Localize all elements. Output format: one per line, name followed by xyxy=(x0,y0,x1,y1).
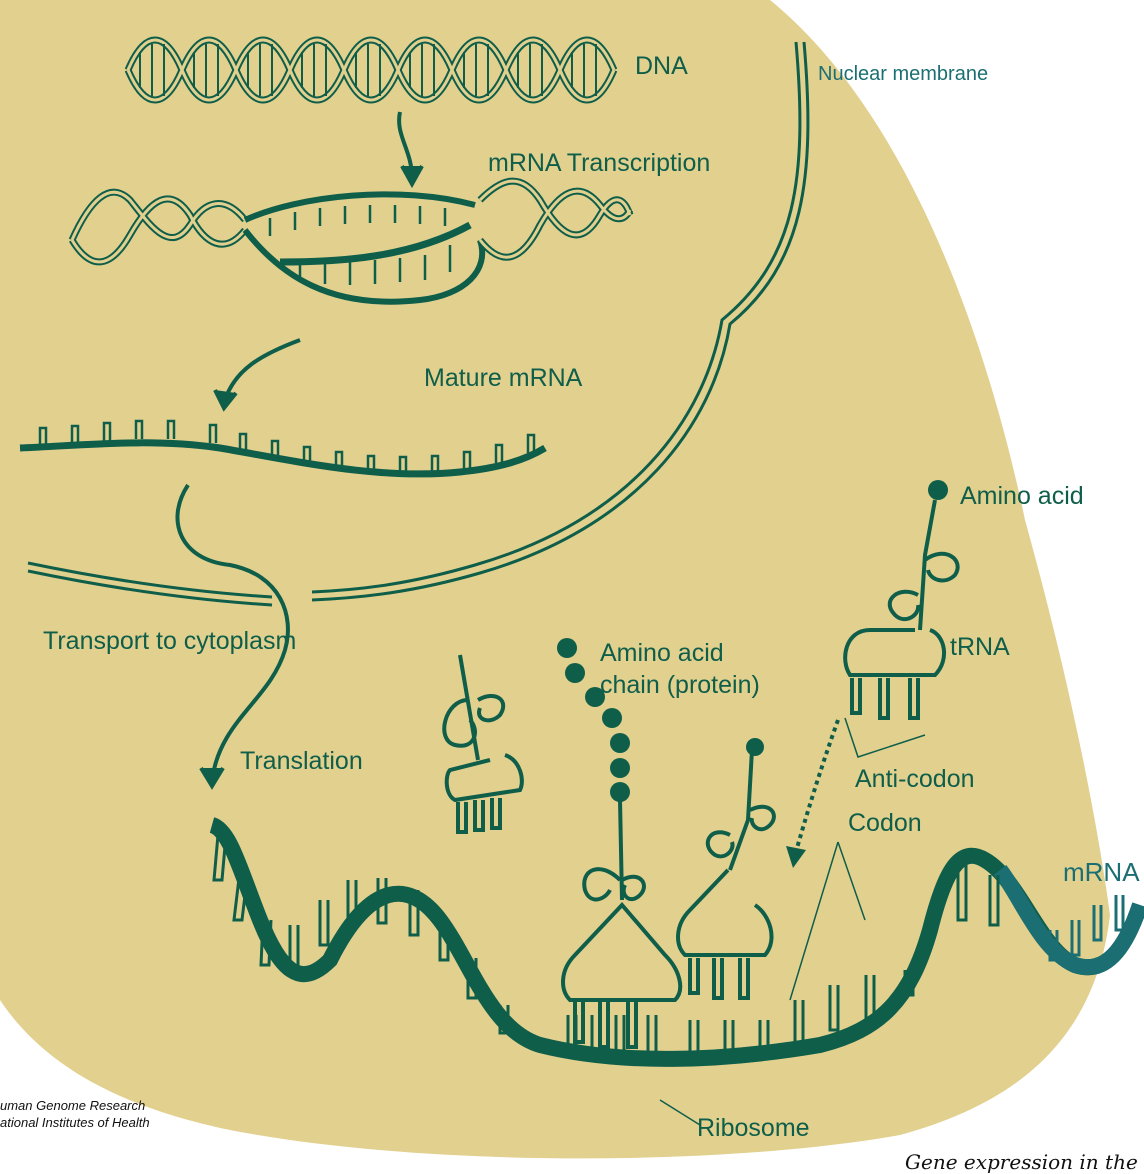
amino-acid-label: Amino acid xyxy=(960,483,1084,511)
transcription-label: mRNA Transcription xyxy=(488,150,710,178)
ribosome-label: Ribosome xyxy=(697,1115,810,1143)
translation-label: Translation xyxy=(240,748,363,776)
mrna-label: mRNA xyxy=(1063,858,1140,887)
dna-label: DNA xyxy=(635,53,688,81)
anticodon-label: Anti-codon xyxy=(855,766,975,794)
codon-label: Codon xyxy=(848,810,922,838)
footer-caption: Gene expression in the cyt xyxy=(905,1150,1144,1174)
mature-mrna-label: Mature mRNA xyxy=(424,365,582,393)
amino-chain-label-1: Amino acid xyxy=(600,640,724,668)
trna-label: tRNA xyxy=(950,634,1010,662)
credit-line-2: ational Institutes of Health xyxy=(0,1114,150,1131)
amino-chain-label-2: chain (protein) xyxy=(600,672,760,700)
transport-label: Transport to cytoplasm xyxy=(43,628,296,656)
nuclear-membrane-label: Nuclear membrane xyxy=(818,63,988,85)
credit-line-1: uman Genome Research xyxy=(0,1097,145,1114)
